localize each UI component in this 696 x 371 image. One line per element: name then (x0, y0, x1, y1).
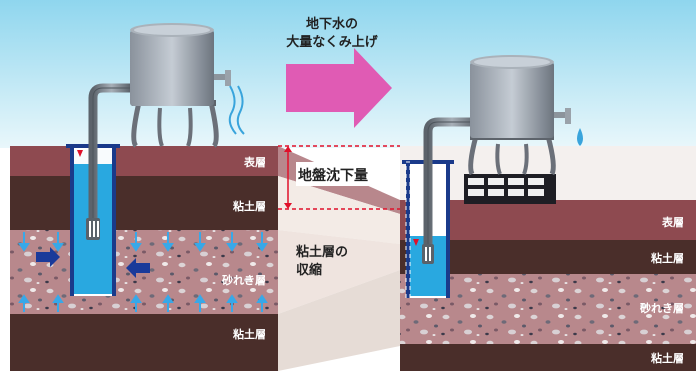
clay-shrink-line1: 粘土層の (295, 244, 348, 260)
support-blocks (464, 174, 556, 204)
right-water-level-marker (413, 239, 419, 246)
right-label-clay-upper: 粘土層 (651, 251, 684, 265)
right-clay-lower-layer (400, 344, 696, 371)
right-label-surface: 表層 (661, 215, 684, 229)
left-water-tank (130, 23, 245, 148)
water-pressure-arrows (18, 232, 268, 312)
subsidence-label: 地盤沈下量 (298, 167, 368, 184)
pumping-arrow (286, 48, 392, 128)
left-faucet-stream (228, 85, 245, 135)
water-drop (577, 128, 583, 146)
left-label-gravel: 砂れき層 (222, 273, 266, 287)
left-label-surface: 表層 (243, 155, 266, 169)
left-label-clay-lower: 粘土層 (233, 327, 266, 341)
left-clay-upper-layer (10, 176, 278, 230)
right-label-clay-lower: 粘土層 (651, 351, 684, 365)
right-pump-intake (422, 244, 434, 264)
arrow-text-line2: 大量なくみ上げ (286, 34, 379, 50)
arrows-up (18, 294, 268, 312)
right-label-gravel: 砂れき層 (640, 301, 684, 315)
arrows-side (36, 247, 150, 278)
right-water-tank (464, 55, 583, 204)
left-water-level-marker (77, 150, 83, 157)
arrows-down (18, 232, 268, 252)
clay-shrink-line2: 収縮 (296, 262, 322, 278)
left-label-clay-upper: 粘土層 (233, 199, 266, 213)
left-clay-lower-layer (10, 314, 278, 371)
left-surface-layer (10, 146, 278, 176)
subsidence-indicator (278, 145, 400, 210)
arrow-text-line1: 地下水の (306, 16, 358, 32)
